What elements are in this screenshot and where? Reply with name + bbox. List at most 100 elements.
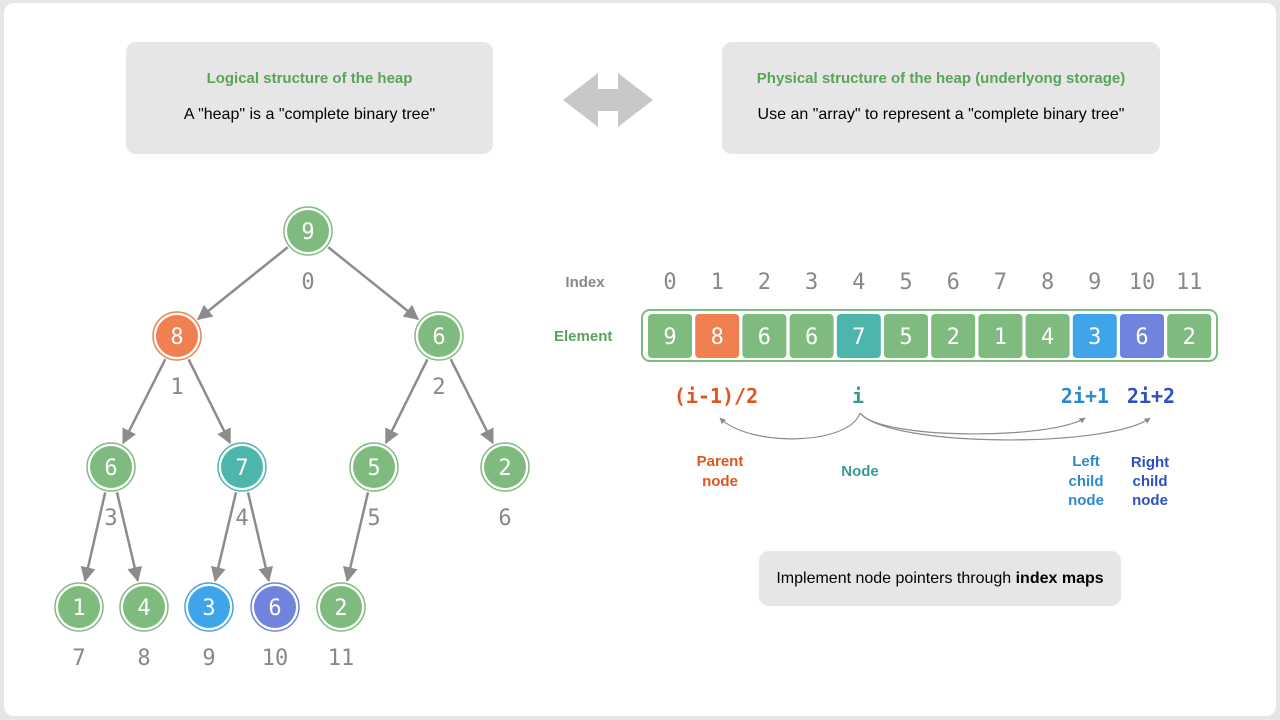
array-cell-1 (695, 314, 740, 358)
tree-node-fill (58, 586, 100, 628)
array-cell-value-2: 6 (758, 325, 771, 350)
tree-node-4: 74 (217, 442, 267, 531)
tree-node-6: 26 (480, 442, 530, 531)
tree-node-fill (484, 446, 526, 488)
tree-node-value: 4 (137, 596, 150, 621)
right-child-pointer-arrow (859, 412, 1151, 441)
tree-node-index: 4 (235, 506, 248, 531)
tree-edge-5-11 (342, 492, 370, 583)
array-cell-0 (648, 314, 692, 358)
tree-node-fill (221, 446, 263, 488)
tree-node-index: 2 (432, 375, 445, 400)
tree-node-9: 39 (184, 582, 234, 671)
tree-node-fill (254, 586, 296, 628)
double-arrow-icon (563, 73, 653, 127)
tree-node-3: 63 (86, 442, 136, 531)
tree-node-11: 211 (316, 582, 366, 671)
tree-edge-1-4 (187, 358, 232, 445)
array-cell-8 (1025, 314, 1070, 358)
parent-pointer-arrow (719, 412, 861, 440)
right-caption-line2: child (1132, 473, 1167, 490)
array-index-10: 10 (1129, 270, 1156, 295)
array-cell-value-4: 7 (852, 325, 865, 350)
tree-node-fill (353, 446, 395, 488)
tree-edge-1-3 (122, 358, 167, 445)
tree-edge-0-1 (196, 246, 289, 321)
tree-node-index: 5 (367, 506, 380, 531)
tree-node-1: 81 (152, 311, 202, 400)
tree-edges (80, 246, 494, 583)
left-caption-line2: child (1068, 473, 1103, 490)
tree-node-fill (287, 210, 329, 252)
tree-node-value: 2 (498, 456, 511, 481)
tree-edge-3-7 (80, 492, 107, 583)
tree-node-value: 1 (72, 596, 85, 621)
tree-edge-3-8 (115, 492, 143, 583)
array-cell-11 (1167, 314, 1212, 358)
tree-node-index: 9 (202, 646, 215, 671)
tree-node-7: 17 (54, 582, 104, 671)
array-cell-value-9: 3 (1088, 325, 1101, 350)
physical-structure-subtitle: Use an "array" to represent a "complete … (757, 106, 1125, 123)
tree-node-2: 62 (414, 311, 464, 400)
array-cell-value-11: 2 (1183, 325, 1196, 350)
array-cell-value-7: 1 (994, 325, 1007, 350)
tree-node-value: 8 (170, 325, 183, 350)
array-index-label: Index (565, 274, 605, 291)
tree-node-fill (156, 315, 198, 357)
array-index-8: 8 (1041, 270, 1054, 295)
left-caption-line1: Left (1072, 453, 1100, 470)
tree-node-value: 3 (202, 596, 215, 621)
logical-structure-title: Logical structure of the heap (206, 70, 413, 87)
tree-node-value: 6 (268, 596, 281, 621)
tree-node-index: 8 (137, 646, 150, 671)
tree-node-value: 7 (235, 456, 248, 481)
tree-node-index: 0 (301, 270, 314, 295)
index-map-note: Implement node pointers through index ma… (759, 551, 1121, 606)
logical-structure-card: Logical structure of the heap A "heap" i… (126, 42, 493, 154)
array-element-label: Element (554, 328, 612, 345)
node-caption: Node (841, 463, 879, 480)
array-cell-10 (1120, 314, 1164, 358)
tree-node-8: 48 (119, 582, 169, 671)
array-index-1: 1 (711, 270, 724, 295)
array-index-9: 9 (1088, 270, 1101, 295)
array-cell-value-1: 8 (711, 325, 724, 350)
left-child-formula: 2i+1 (1061, 384, 1109, 408)
right-caption-line1: Right (1131, 454, 1169, 471)
tree-node-0: 90 (283, 206, 333, 295)
array-container (641, 309, 1218, 362)
tree-edge-4-9 (210, 492, 238, 583)
tree-node-index: 3 (104, 506, 117, 531)
array-cell-4 (836, 314, 881, 358)
array-cell-9 (1072, 314, 1117, 358)
array-cell-value-6: 2 (947, 325, 960, 350)
index-map-note-bold: index maps (1015, 570, 1104, 587)
array-cell-value-5: 5 (899, 325, 912, 350)
array-cell-7 (978, 314, 1023, 358)
tree-node-index: 10 (262, 646, 289, 671)
tree-node-value: 2 (334, 596, 347, 621)
tree-node-index: 1 (170, 375, 183, 400)
tree-node-index: 6 (498, 506, 511, 531)
array-index-2: 2 (758, 270, 771, 295)
array-index-5: 5 (899, 270, 912, 295)
array-cell-value-3: 6 (805, 325, 818, 350)
array-index-11: 11 (1176, 270, 1203, 295)
array-index-0: 0 (663, 270, 676, 295)
tree-node-fill (418, 315, 460, 357)
tree-node-value: 5 (367, 456, 380, 481)
array-cell-6 (931, 314, 976, 358)
tree-node-value: 6 (104, 456, 117, 481)
tree-node-5: 55 (349, 442, 399, 531)
array-index-3: 3 (805, 270, 818, 295)
physical-structure-card: Physical structure of the heap (underlyo… (722, 42, 1160, 154)
tree-edge-2-5 (384, 358, 429, 445)
array-index-6: 6 (947, 270, 960, 295)
tree-node-index: 7 (72, 646, 85, 671)
tree-edge-2-6 (449, 358, 494, 445)
